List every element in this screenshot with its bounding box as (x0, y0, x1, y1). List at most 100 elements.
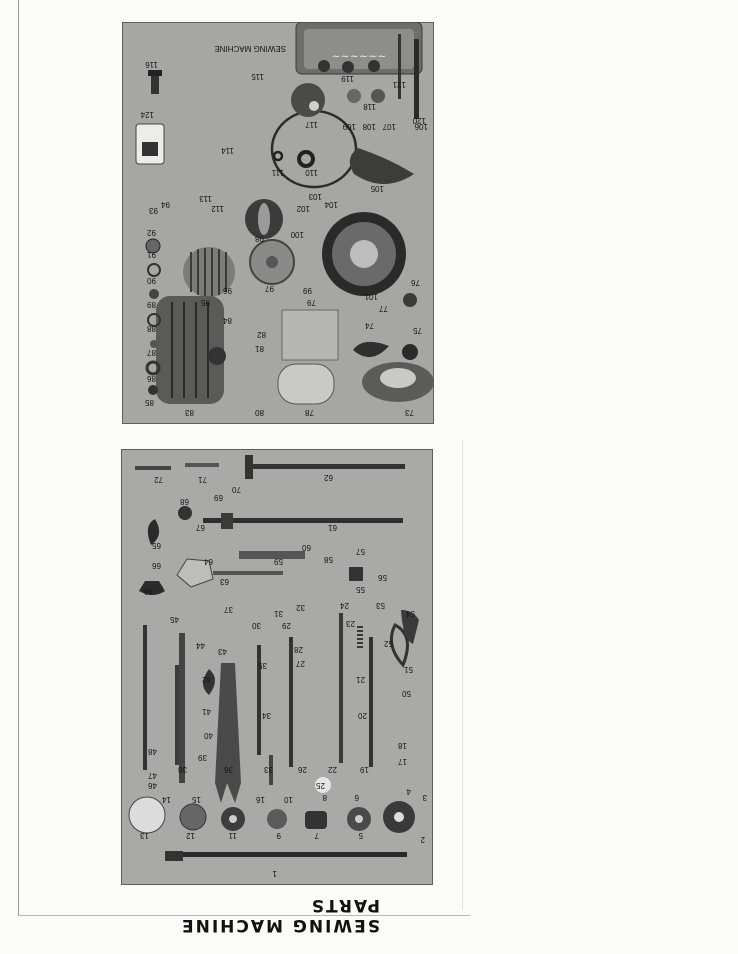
parts-photo-bottom-drawing (128, 455, 419, 861)
part-num: 72 (154, 475, 163, 484)
part-num: 74 (365, 321, 374, 330)
part-num: 7 (314, 831, 319, 840)
part-num: 31 (274, 609, 283, 618)
part-num: 81 (255, 344, 264, 353)
part-num: 113 (199, 194, 212, 203)
part-num: 32 (296, 603, 305, 612)
part-num: 110 (305, 168, 318, 177)
part-num: 121 (392, 80, 406, 89)
part-num: 25 (316, 781, 325, 790)
part-num: 105 (370, 184, 384, 193)
part-num: 30 (252, 621, 261, 630)
part-num: 39 (198, 753, 207, 762)
part-num: 19 (360, 765, 369, 774)
part-num: 104 (324, 200, 338, 209)
bottom-margin-rule (18, 915, 470, 916)
part-num: 99 (303, 286, 312, 295)
part-num: 89 (147, 300, 156, 309)
part-num: 49 (144, 587, 153, 596)
part-num: 115 (251, 72, 264, 81)
part-num: 96 (223, 286, 232, 295)
part-num: 17 (398, 757, 407, 766)
svg-text:~~~~~~: ~~~~~~ (331, 50, 386, 63)
part-num: 36 (224, 765, 233, 774)
part-num: 35 (258, 661, 267, 670)
part-num: 4 (406, 787, 411, 796)
part-num: 9 (276, 831, 281, 840)
part-num: 60 (302, 543, 311, 552)
part-num: 107 (382, 122, 396, 131)
part-num: 34 (262, 711, 271, 720)
part-num: 64 (204, 557, 213, 566)
part-num: 53 (376, 601, 385, 610)
part-num: 20 (358, 711, 367, 720)
part-num: 58 (324, 555, 333, 564)
part-num: 42 (202, 675, 211, 684)
part-num: 118 (363, 102, 376, 111)
parts-photo-top-drawing: ~~~~~~ (135, 22, 434, 405)
part-num: 51 (404, 665, 413, 674)
part-num: 21 (356, 675, 365, 684)
part-num: 46 (148, 781, 157, 790)
part-num: 40 (204, 731, 213, 740)
part-num: 109 (342, 122, 356, 131)
part-num: 28 (294, 645, 303, 654)
part-num: 12 (186, 831, 195, 840)
page-caption: SEWING MACHINE PARTS (150, 895, 380, 935)
part-num: 67 (196, 523, 205, 532)
part-num: 83 (185, 408, 194, 417)
part-num: 76 (411, 278, 420, 287)
part-num: 15 (192, 795, 201, 804)
parts-photo-top-content: ~~~~~~ (122, 22, 434, 424)
part-num: 82 (257, 330, 266, 339)
part-num: 1 (272, 869, 277, 878)
part-num: 114 (221, 146, 234, 155)
part-num: 73 (405, 408, 414, 417)
part-num: 27 (296, 659, 305, 668)
part-num: 59 (274, 557, 283, 566)
part-num: 95 (201, 298, 210, 307)
part-num: 111 (271, 168, 284, 177)
parts-photo-bottom-content: 1 2 3 4 5 6 7 8 9 10 11 12 13 14 15 16 1… (121, 449, 433, 885)
part-num: 80 (255, 408, 264, 417)
part-num: 79 (307, 298, 316, 307)
part-num: 116 (145, 60, 158, 69)
part-num: 100 (290, 230, 304, 239)
part-num: 2 (420, 835, 425, 844)
part-num: 3 (422, 793, 427, 802)
part-num: 97 (265, 284, 274, 293)
part-num: 41 (202, 707, 211, 716)
part-num: 52 (384, 639, 393, 648)
part-num: 56 (378, 573, 387, 582)
part-num: 62 (324, 473, 333, 482)
part-num: 91 (147, 250, 156, 259)
part-num: 98 (255, 234, 264, 243)
part-num: 119 (341, 74, 354, 83)
part-num: 77 (379, 304, 388, 313)
part-num: 66 (152, 561, 161, 570)
part-num: 24 (340, 601, 349, 610)
part-num: 55 (356, 585, 365, 594)
part-num: 5 (358, 831, 363, 840)
part-num: 26 (298, 765, 307, 774)
part-num: 29 (282, 621, 291, 630)
part-num: 85 (145, 398, 154, 407)
part-num: 6 (354, 793, 359, 802)
part-num: 43 (218, 647, 227, 656)
part-num: 57 (356, 547, 365, 556)
part-num: 33 (264, 765, 273, 774)
part-num: 23 (346, 619, 355, 628)
part-num: 63 (220, 577, 229, 586)
part-num: 50 (402, 689, 411, 698)
part-num: 38 (178, 765, 187, 774)
part-num: 90 (147, 276, 156, 285)
part-num: 69 (214, 493, 223, 502)
page-edge-shadow (462, 440, 477, 910)
part-num: 124 (140, 110, 154, 119)
part-num: 18 (398, 741, 407, 750)
caption-text: SEWING MACHINE PARTS (180, 895, 380, 935)
part-num: 16 (256, 795, 265, 804)
part-num: 70 (232, 485, 241, 494)
part-num: 44 (196, 641, 205, 650)
part-num: 10 (284, 795, 293, 804)
